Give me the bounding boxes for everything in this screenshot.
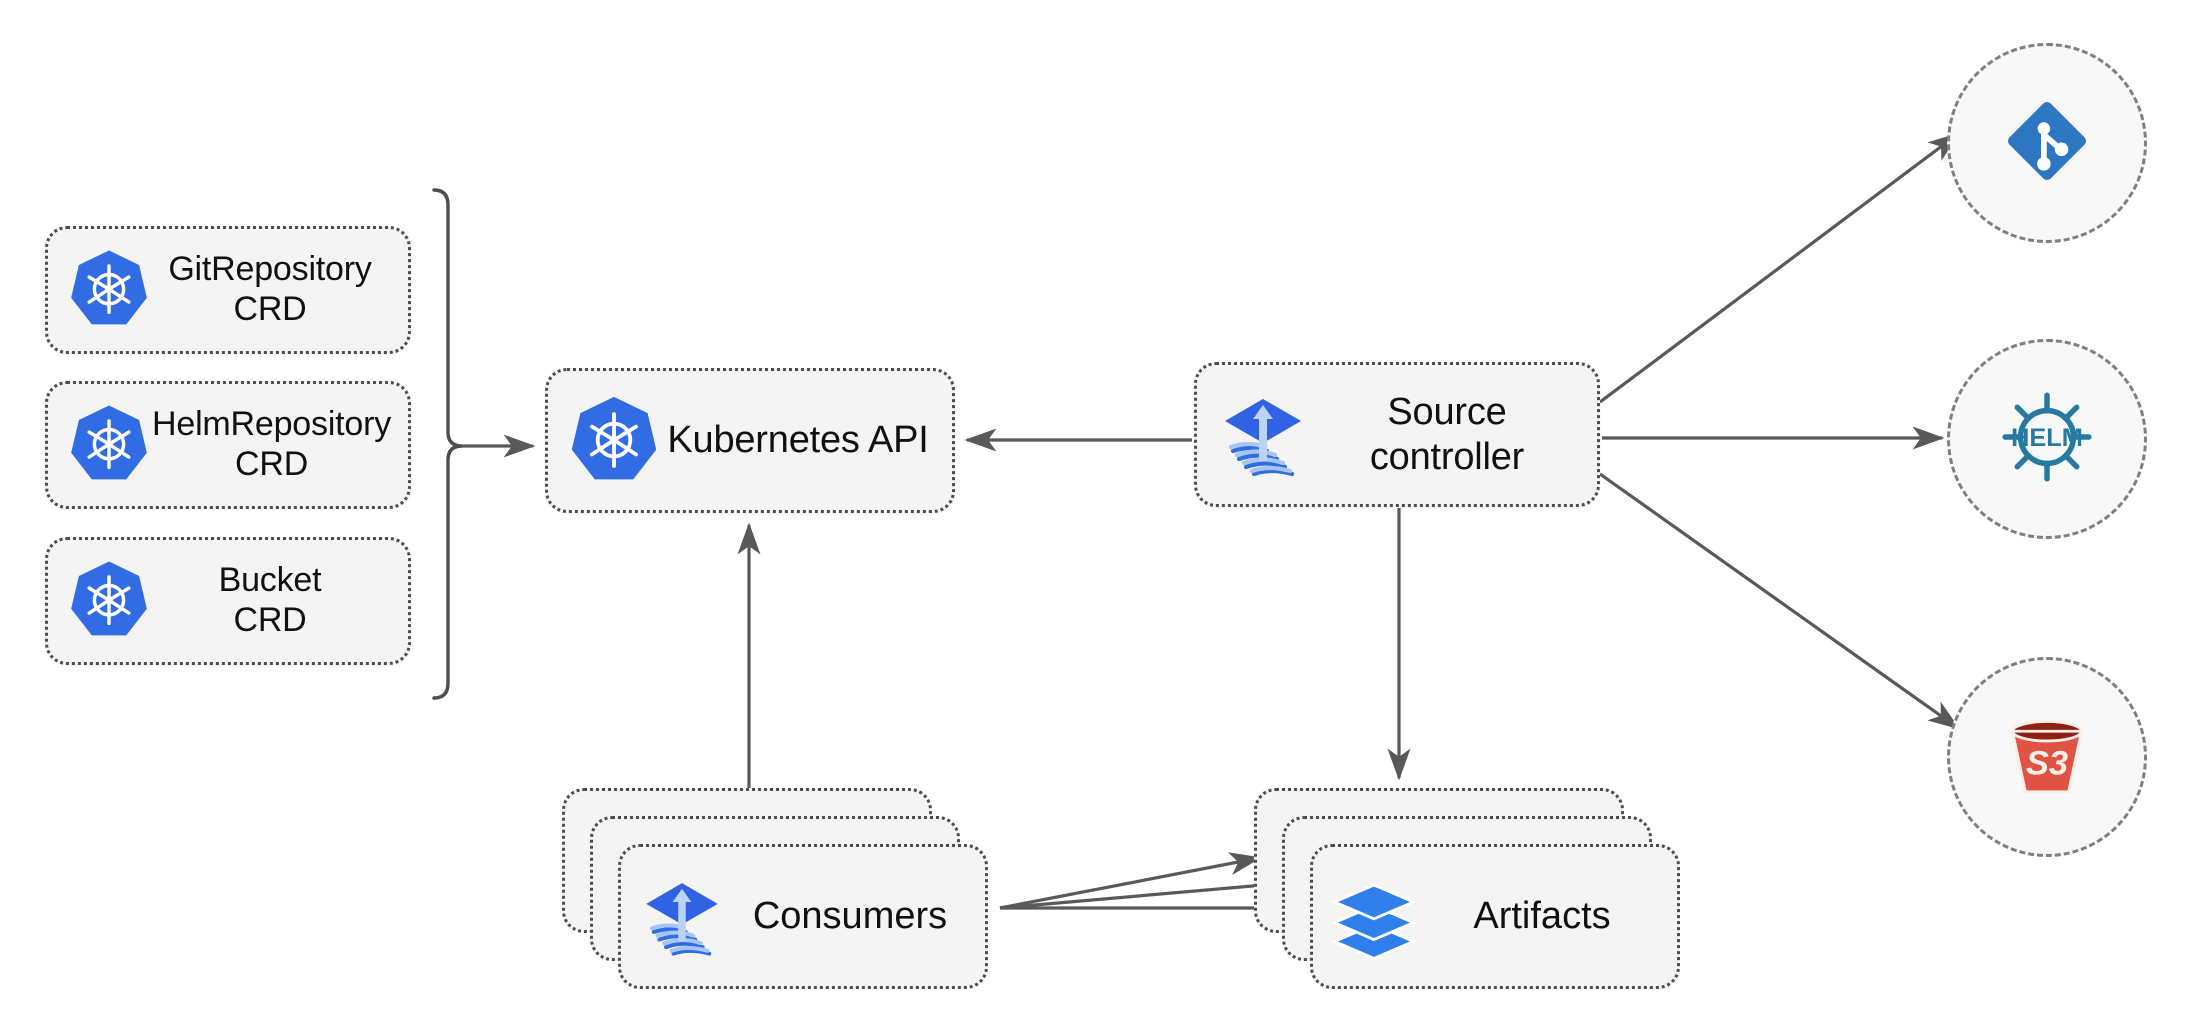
edge-source-controller-to-git bbox=[1599, 132, 1961, 404]
kubernetes-icon bbox=[566, 393, 662, 489]
crd-group-bracket bbox=[432, 188, 463, 700]
crd-card-helmrepository[interactable]: HelmRepository CRD bbox=[45, 381, 411, 509]
crd-card-label: HelmRepository CRD bbox=[152, 405, 392, 483]
edge-consumers-to-artifacts-1 bbox=[999, 852, 1262, 910]
node-label: Consumers bbox=[752, 895, 948, 937]
source-circle-helm[interactable]: HELM bbox=[1947, 339, 2147, 539]
crd-card-label: Bucket CRD bbox=[218, 561, 322, 639]
crd-card-label: GitRepository CRD bbox=[168, 250, 372, 328]
node-label: Source controller bbox=[1369, 391, 1525, 478]
layers-icon bbox=[1327, 870, 1421, 964]
crd-card-gitrepository[interactable]: GitRepository CRD bbox=[45, 226, 411, 354]
node-label: Kubernetes API bbox=[667, 419, 929, 462]
kubernetes-icon bbox=[66, 247, 152, 333]
stack-front-card[interactable]: Consumers bbox=[618, 844, 988, 989]
node-kubernetes-api[interactable]: Kubernetes API bbox=[545, 368, 955, 513]
helm-icon: HELM bbox=[1992, 382, 2102, 497]
stack-front-card[interactable]: Artifacts bbox=[1310, 844, 1680, 989]
node-label: Artifacts bbox=[1473, 895, 1611, 937]
source-circle-git[interactable] bbox=[1947, 43, 2147, 243]
source-circle-s3[interactable]: S3 bbox=[1947, 657, 2147, 857]
crd-card-bucket[interactable]: Bucket CRD bbox=[45, 537, 411, 665]
node-source-controller[interactable]: Source controller bbox=[1194, 362, 1600, 507]
edge-source-controller-to-s3 bbox=[1599, 472, 1961, 730]
flux-icon bbox=[1213, 385, 1313, 485]
flux-icon bbox=[635, 870, 729, 964]
s3-wordmark: S3 bbox=[2026, 744, 2068, 782]
git-icon bbox=[1995, 89, 2099, 198]
helm-wordmark: HELM bbox=[2011, 423, 2083, 451]
kubernetes-icon bbox=[66, 558, 152, 644]
s3-icon: S3 bbox=[1993, 701, 2101, 814]
edge-consumers-to-artifacts-2 bbox=[999, 874, 1290, 910]
kubernetes-icon bbox=[66, 402, 152, 488]
